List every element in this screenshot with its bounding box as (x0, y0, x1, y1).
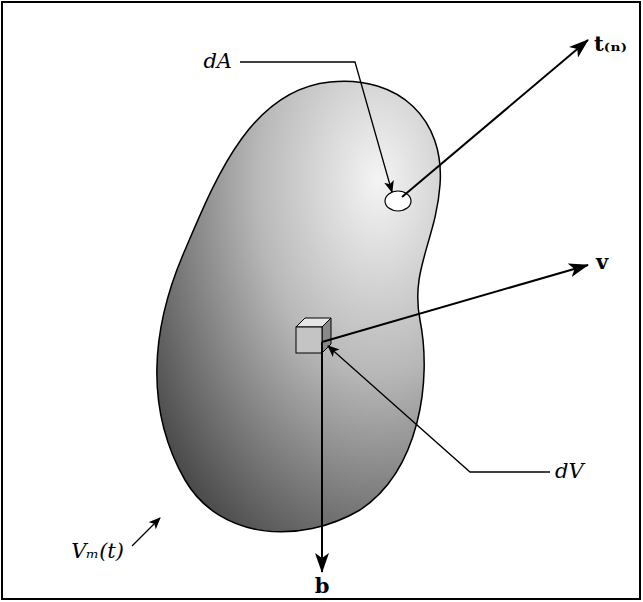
leader-line (240, 62, 392, 192)
volume-element-label: dV (555, 460, 584, 483)
velocity-vector (322, 265, 588, 342)
leader-line (132, 518, 160, 546)
traction-vector (402, 40, 588, 197)
area-label: dA (203, 50, 232, 73)
material-volume-label: Vₘ(t) (71, 540, 124, 563)
body-force-vector (321, 342, 323, 572)
leader-line (328, 346, 550, 472)
material-volume (157, 81, 441, 532)
volume-element (296, 318, 331, 353)
velocity-label: v (596, 250, 608, 273)
traction-label: t₍ₙ₎ (594, 32, 627, 55)
body-force-label: b (315, 574, 330, 597)
